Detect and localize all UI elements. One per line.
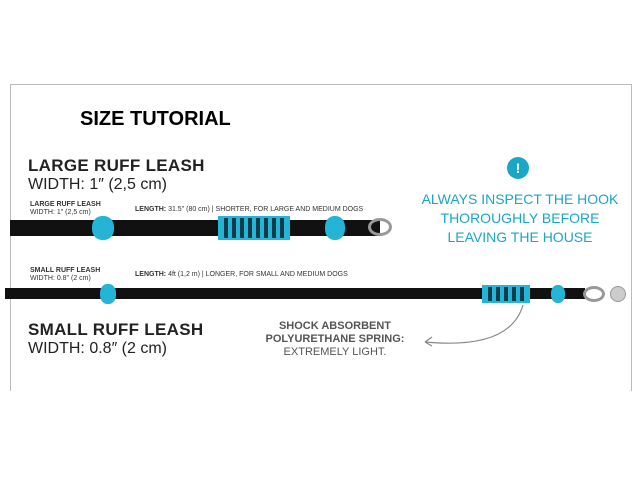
shock-line-3: EXTREMELY LIGHT.: [283, 346, 387, 358]
small-leash-grip: [482, 285, 530, 303]
small-leash-strap: [5, 288, 585, 299]
small-leash-width: WIDTH: 0.8″ (2 cm): [28, 340, 167, 357]
large-leash-knot: [325, 216, 345, 240]
warning-text: ALWAYS INSPECT THE HOOK THOROUGHLY BEFOR…: [421, 191, 619, 245]
small-leash-knot: [551, 285, 565, 303]
small-length: LENGTH: 4ft (1,2 m) | LONGER, FOR SMALL …: [135, 271, 348, 278]
large-small-width: WIDTH: 1" (2,5 cm): [30, 209, 91, 216]
large-leash-width: WIDTH: 1″ (2,5 cm): [28, 176, 167, 193]
coin-icon: [610, 286, 626, 302]
page-title: SIZE TUTORIAL: [80, 108, 231, 130]
hook-icon: [583, 286, 605, 302]
frame: [10, 84, 632, 391]
length-text: 31.5" (80 cm) | SHORTER, FOR LARGE AND M…: [168, 206, 364, 213]
arrow-icon: [424, 304, 524, 347]
shock-line-1: SHOCK ABSORBENT: [278, 320, 392, 332]
large-length: LENGTH: 31.5" (80 cm) | SHORTER, FOR LAR…: [135, 206, 363, 213]
small-leash-name: SMALL RUFF LEASH: [28, 320, 204, 339]
small-small-name: SMALL RUFF LEASH: [30, 267, 101, 274]
large-leash-knot: [92, 216, 114, 240]
large-leash-grip: [218, 216, 290, 240]
hook-icon: [368, 218, 392, 236]
length-label: LENGTH:: [135, 206, 167, 213]
shock-line-2: POLYURETHANE SPRING:: [265, 333, 405, 345]
large-leash-name: LARGE RUFF LEASH: [28, 156, 205, 175]
large-small-name: LARGE RUFF LEASH: [30, 201, 101, 208]
exclamation-icon: !: [507, 157, 529, 179]
shock-absorbent-note: SHOCK ABSORBENT POLYURETHANE SPRING: EXT…: [255, 320, 415, 359]
small-small-width: WIDTH: 0.8" (2 cm): [30, 275, 91, 282]
length-label: LENGTH:: [135, 271, 167, 278]
small-leash-knot: [100, 284, 116, 304]
length-text: 4ft (1,2 m) | LONGER, FOR SMALL AND MEDI…: [168, 271, 348, 278]
